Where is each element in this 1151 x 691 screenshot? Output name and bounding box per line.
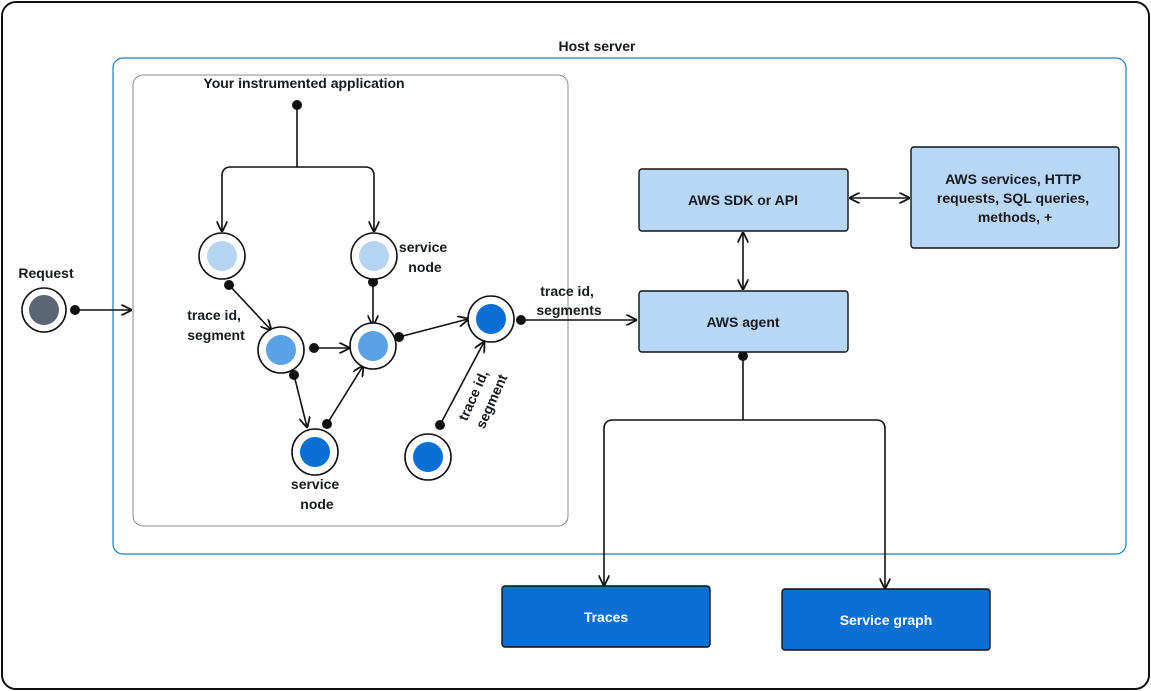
edge-entry-right bbox=[297, 166, 374, 231]
service-node-g bbox=[404, 433, 452, 481]
dot-f bbox=[516, 315, 526, 325]
dot-request bbox=[70, 305, 80, 315]
service-node-c bbox=[257, 326, 305, 374]
dot-c-right bbox=[309, 343, 319, 353]
host-server-title: Host server bbox=[558, 38, 636, 54]
service-graph-box: Service graph bbox=[781, 588, 991, 651]
edge-label-trace-segments-out: trace id, segments bbox=[536, 283, 602, 318]
dot-agent bbox=[738, 351, 748, 361]
dot-g bbox=[435, 420, 445, 430]
service-node-f bbox=[467, 295, 515, 343]
request-label: Request bbox=[18, 265, 74, 281]
service-node-label-top: service node bbox=[399, 239, 451, 275]
traces-label: Traces bbox=[584, 609, 629, 625]
aws-agent-box: AWS agent bbox=[638, 290, 849, 353]
dot-entry bbox=[292, 100, 302, 110]
service-graph-label: Service graph bbox=[840, 612, 933, 628]
application-group bbox=[132, 74, 569, 527]
service-node-e bbox=[291, 428, 339, 476]
service-node-d bbox=[349, 322, 397, 370]
edge-a-c bbox=[228, 284, 271, 330]
dot-c-bottom bbox=[289, 370, 299, 380]
traces-box: Traces bbox=[501, 585, 711, 648]
service-node-b bbox=[350, 232, 398, 280]
dot-a bbox=[224, 280, 234, 290]
service-node-label-bottom: service node bbox=[291, 476, 343, 512]
aws-sdk-label: AWS SDK or API bbox=[688, 192, 798, 208]
host-server-group bbox=[112, 57, 1127, 555]
edge-agent-traces bbox=[604, 419, 743, 585]
aws-services-label: AWS services, HTTP requests, SQL queries… bbox=[937, 171, 1093, 225]
application-title: Your instrumented application bbox=[203, 75, 404, 91]
dot-d bbox=[394, 332, 404, 342]
edge-entry-left bbox=[222, 105, 298, 231]
aws-agent-label: AWS agent bbox=[706, 314, 779, 330]
aws-sdk-box: AWS SDK or API bbox=[638, 168, 849, 232]
connectors bbox=[75, 105, 909, 588]
service-node-a bbox=[198, 232, 246, 280]
edge-g-f bbox=[439, 342, 484, 426]
edge-agent-graph bbox=[743, 419, 885, 588]
aws-services-box: AWS services, HTTP requests, SQL queries… bbox=[910, 146, 1120, 249]
edge-c-e bbox=[293, 374, 307, 427]
edge-label-trace-segment-left: trace id, segment bbox=[187, 307, 245, 343]
connector-dots bbox=[70, 100, 748, 430]
edge-d-f bbox=[398, 319, 468, 338]
request-node bbox=[21, 287, 67, 333]
edge-e-d bbox=[326, 366, 363, 425]
dot-e bbox=[322, 419, 332, 429]
